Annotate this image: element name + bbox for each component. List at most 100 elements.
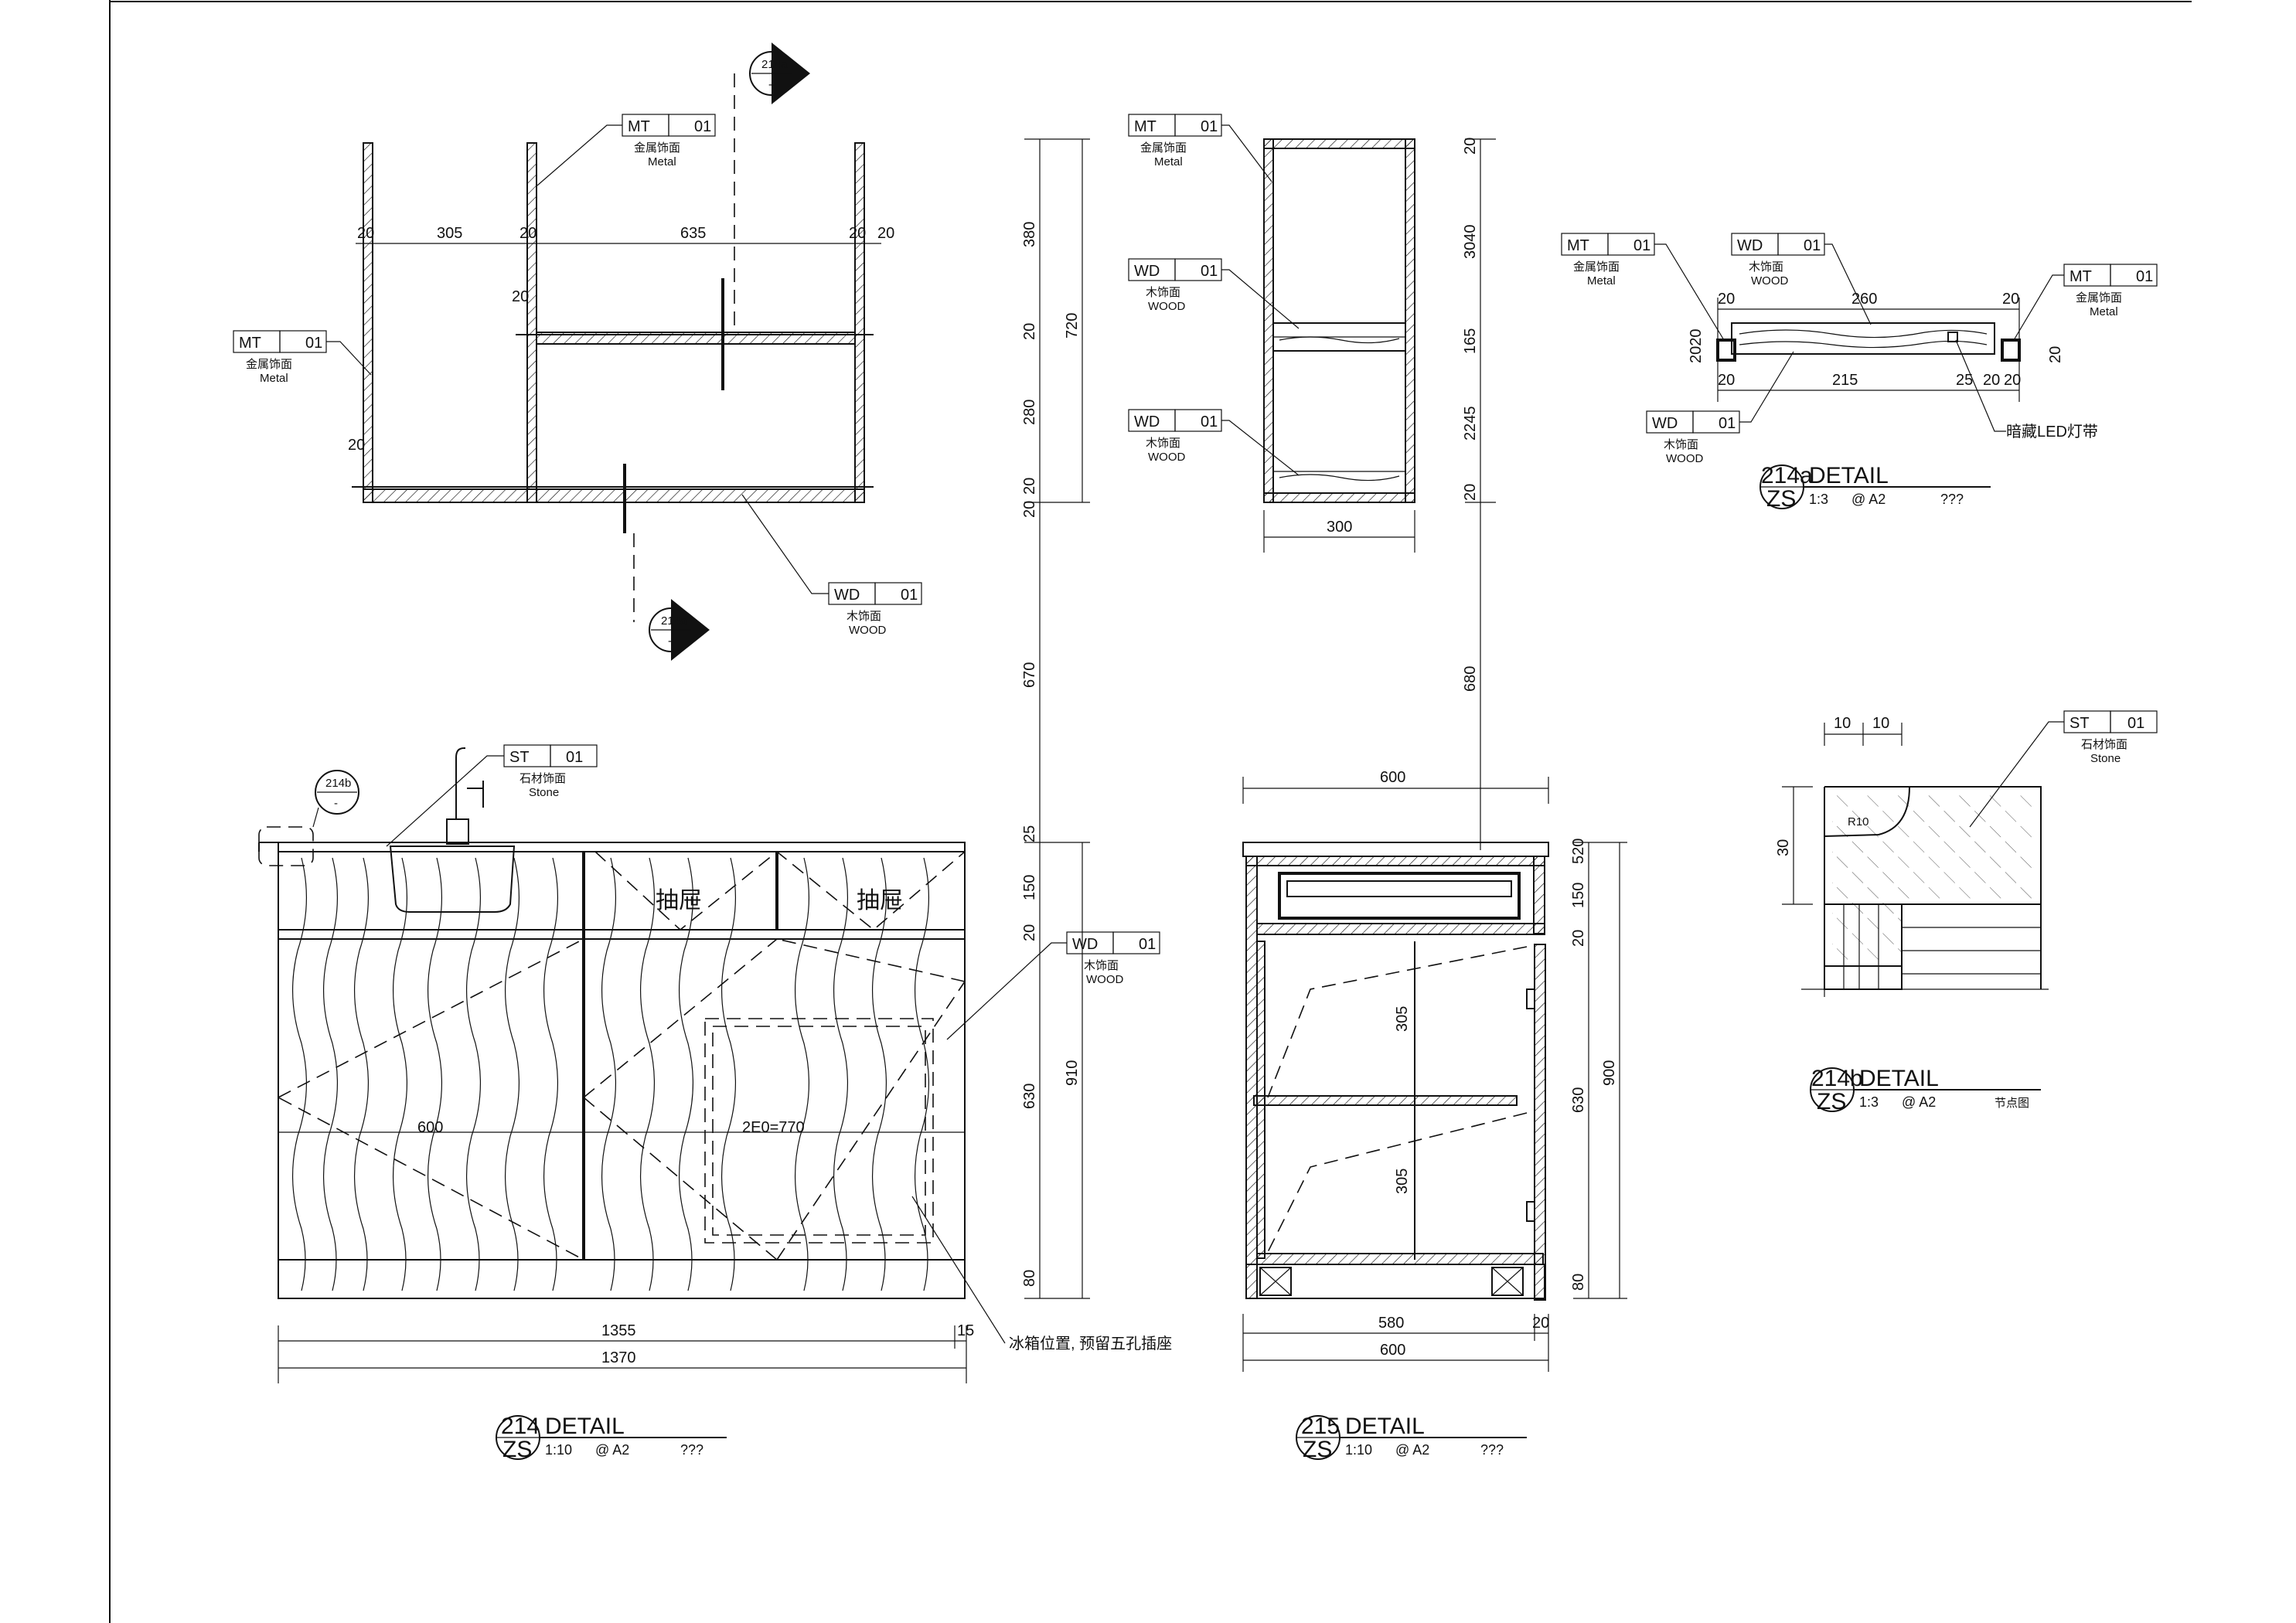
shelf-section-215: 300 <box>1263 138 1415 553</box>
title-215-num: 215 <box>1301 1414 1340 1439</box>
dim-elev-600: 600 <box>417 1119 443 1136</box>
dim-sec-600-bottom: 600 <box>1380 1342 1405 1359</box>
tag-cn: 金属饰面 <box>634 141 680 155</box>
dim-sec-900: 900 <box>1601 1060 1618 1086</box>
dim-v-380: 380 <box>1021 222 1038 247</box>
title-214b-word: DETAIL <box>1859 1066 1939 1091</box>
tag-plan-metal-left: MT 01 金属饰面 Metal <box>233 330 372 385</box>
tag-214a-wood-top: WD 01 木饰面 WOOD <box>1731 233 1872 325</box>
detail-214b: 10 10 30 R10 <box>1775 715 2049 997</box>
shelf-vertical-dims: 20 3040 165 2245 20 680 <box>1462 138 1496 850</box>
tag-num: 01 <box>1201 263 1218 280</box>
dim-214b-30: 30 <box>1775 839 1792 856</box>
dim-v-670: 670 <box>1021 662 1038 688</box>
tag-num: 01 <box>1139 936 1156 953</box>
tag-code: WD <box>1134 263 1160 280</box>
title-214b: 214b ZS DETAIL 1:3 @ A2 节点图 <box>1810 1066 2041 1114</box>
title-214a-scale: 1:3 <box>1809 492 1828 507</box>
dim-elev-15: 15 <box>957 1322 974 1339</box>
cabinet-section-215: 305 305 <box>1242 842 1549 1301</box>
detail-marker-214b: 214b - <box>258 770 359 866</box>
dim-sec-520: 520 <box>1570 839 1587 864</box>
title-214a-q: ??? <box>1940 492 1964 507</box>
tag-num: 01 <box>2127 715 2144 732</box>
tag-code: WD <box>1072 936 1098 953</box>
section-marker-214a-top: 214a - <box>749 43 810 104</box>
dim-shelf-3040: 3040 <box>1462 225 1479 260</box>
dim-plan-20-c: 20 <box>849 225 866 242</box>
tag-cn: 石材饰面 <box>2081 738 2127 751</box>
dim-v-150: 150 <box>1021 875 1038 900</box>
section-marker-214a-bottom: 214a - <box>649 599 710 661</box>
tag-code: WD <box>1134 413 1160 430</box>
tag-code: ST <box>2069 715 2090 732</box>
tag-plan-wood: WD 01 木饰面 WOOD <box>741 494 922 637</box>
dim-214a-20-b: 20 <box>2002 291 2019 308</box>
dim-elev-1355: 1355 <box>601 1322 636 1339</box>
title-215: 215 ZS DETAIL 1:10 @ A2 ??? <box>1296 1414 1527 1462</box>
tag-214a-metal-left: MT 01 金属饰面 Metal <box>1561 233 1725 341</box>
dim-sec-580: 580 <box>1378 1315 1404 1332</box>
tag-en: WOOD <box>1148 300 1185 313</box>
marker-dash-bottom: - <box>668 635 672 648</box>
dim-214b-r10: R10 <box>1848 815 1869 829</box>
dim-v-25: 25 <box>1021 825 1038 842</box>
dim-plan-635: 635 <box>680 225 706 242</box>
title-214a: 214a ZS DETAIL 1:3 @ A2 ??? <box>1759 463 1991 512</box>
dim-214a-20-e: 20 <box>2004 372 2021 389</box>
dim-214a-215: 215 <box>1832 372 1858 389</box>
tag-shelf-wood-1: WD 01 木饰面 WOOD <box>1128 258 1300 329</box>
tag-num: 01 <box>1804 237 1821 254</box>
tag-code: WD <box>1737 237 1763 254</box>
elevation-labels: 抽屉 抽屉 600 2E0=770 冰箱位置, 预留五孔插座 <box>417 888 1172 1352</box>
tag-num: 01 <box>1201 118 1218 135</box>
dim-plan-20-f: 20 <box>348 437 365 454</box>
marker-dash-b: - <box>334 797 338 810</box>
title-215-word: DETAIL <box>1345 1414 1425 1439</box>
tag-num: 01 <box>305 335 322 352</box>
tag-code: ST <box>509 749 530 766</box>
tag-code: WD <box>834 587 860 604</box>
tag-num: 01 <box>2136 268 2153 285</box>
marker-dash-top: - <box>768 78 772 91</box>
dim-214a-20-d: 20 <box>1983 372 2000 389</box>
tag-en: WOOD <box>1751 274 1788 288</box>
title-214b-node: 节点图 <box>1995 1097 2029 1110</box>
dim-214a-20-f: 20 <box>2047 346 2064 363</box>
tag-cn: 木饰面 <box>1664 438 1698 451</box>
tag-num: 01 <box>901 587 918 604</box>
tag-cn: 金属饰面 <box>246 358 292 371</box>
title-214a-num: 214a <box>1761 463 1813 488</box>
dim-v-20-c: 20 <box>1021 501 1038 518</box>
tag-code: MT <box>1567 237 1589 254</box>
dim-plan-20-a: 20 <box>357 225 374 242</box>
marker-label-214a-top: 214a <box>761 58 788 71</box>
tag-code: MT <box>239 335 261 352</box>
dim-v-910: 910 <box>1064 1060 1081 1086</box>
wood-grain <box>291 857 930 1291</box>
tag-en: Metal <box>2090 305 2118 318</box>
dim-shelf-20-a: 20 <box>1462 138 1479 155</box>
tag-en: Metal <box>648 155 676 168</box>
title-214-sub: ZS <box>502 1437 532 1462</box>
dim-v-20-b: 20 <box>1021 478 1038 495</box>
dim-214b-10-b: 10 <box>1872 715 1889 732</box>
tag-cn: 木饰面 <box>847 610 881 623</box>
title-215-q: ??? <box>1480 1442 1504 1458</box>
tag-en: Metal <box>260 372 288 385</box>
tag-code: MT <box>2069 268 2092 285</box>
plan-view-214 <box>352 73 874 622</box>
title-214-at: @ A2 <box>595 1442 629 1458</box>
dim-elev-1370: 1370 <box>601 1349 636 1366</box>
dim-sec-305-a: 305 <box>1394 1006 1411 1032</box>
dim-plan-20-b: 20 <box>519 225 537 242</box>
dim-sec-630: 630 <box>1570 1087 1587 1113</box>
title-214b-scale: 1:3 <box>1859 1094 1879 1110</box>
dim-plan-305: 305 <box>437 225 462 242</box>
dim-214a-2020: 2020 <box>1688 329 1705 364</box>
tag-plan-metal-top: MT 01 金属饰面 Metal <box>537 114 716 186</box>
tag-en: WOOD <box>1148 451 1185 464</box>
tag-code: MT <box>628 118 650 135</box>
sheet-frame <box>109 0 2192 1623</box>
